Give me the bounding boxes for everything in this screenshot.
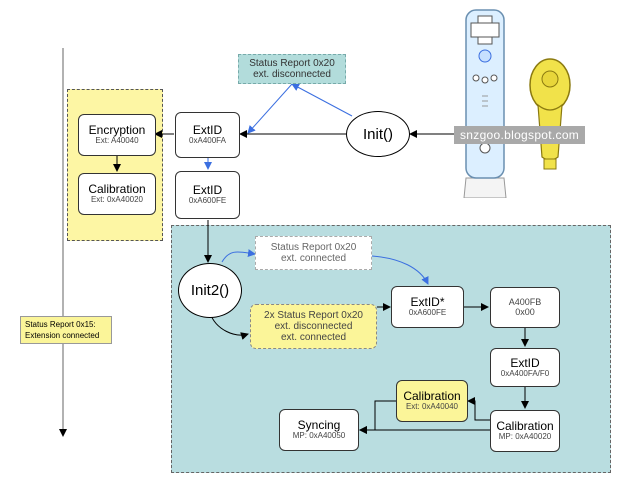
extid-a400fa-title: ExtID [192, 123, 223, 137]
extid-a400fa-f0-sub: 0xA400FA/F0 [500, 368, 550, 378]
status-report-2x-box: 2x Status Report 0x20 ext. disconnected … [250, 304, 377, 349]
calibration-a40040-sub: Ext: 0xA40040 [405, 402, 459, 412]
encryption-sub: Ext: A40040 [95, 136, 139, 146]
arrow-status-extid [247, 83, 293, 134]
calibration-a40020-node: Calibration Ext: 0xA40020 [78, 173, 156, 215]
arrow-calc-calb [467, 397, 490, 421]
arrow-status-connected-extid [371, 255, 429, 285]
arrow-init-status [291, 83, 353, 117]
extid-star-sub: 0xA600FE [408, 308, 447, 318]
init-ellipse: Init() [346, 111, 410, 157]
extid-star-node: ExtID* 0xA600FE [391, 286, 464, 328]
extid-a600fe-sub: 0xA600FE [188, 196, 227, 206]
extension-connected-note-line1: Status Report 0x15: [25, 320, 96, 329]
status-report-2x-line1: 2x Status Report 0x20 [264, 310, 363, 321]
calibration-mp-title: Calibration [496, 419, 554, 433]
extid-a400fa-node: ExtID 0xA400FA [175, 112, 240, 158]
calibration-mp-node: Calibration MP: 0xA40020 [490, 410, 560, 452]
wii-remote-icon [462, 8, 508, 199]
status-report-disconnected-sub: ext. disconnected [253, 69, 331, 80]
a400fb-title: A400FB [508, 296, 542, 307]
status-report-2x-line2: ext. disconnected [274, 321, 353, 332]
status-report-2x-line3: ext. connected [280, 332, 347, 343]
calibration-a40020-title: Calibration [88, 182, 146, 196]
status-report-connected-title: Status Report 0x20 [270, 242, 357, 253]
arrow-calb-syncing [359, 400, 396, 434]
syncing-node: Syncing MP: 0xA40050 [279, 409, 359, 451]
extid-star-title: ExtID* [410, 295, 445, 309]
init2-ellipse: Init2() [178, 263, 242, 318]
watermark-label: snzgoo.blogspot.com [454, 126, 586, 144]
calibration-a40040-title: Calibration [403, 389, 461, 403]
a400fb-sub: 0x00 [515, 306, 535, 317]
extid-a400fa-sub: 0xA400FA [189, 136, 226, 146]
status-report-disconnected-box: Status Report 0x20 ext. disconnected [238, 54, 346, 84]
extid-a600fe-node: ExtID 0xA600FE [175, 171, 240, 219]
extid-a600fe-title: ExtID [192, 183, 223, 197]
init-label: Init() [363, 125, 393, 143]
encryption-node: Encryption Ext: A40040 [78, 114, 156, 156]
calibration-a40020-sub: Ext: 0xA40020 [90, 195, 144, 205]
status-report-disconnected-title: Status Report 0x20 [249, 58, 335, 69]
extension-connected-note: Status Report 0x15: Extension connected [20, 316, 112, 344]
extid-a400fa-f0-node: ExtID 0xA400FA/F0 [490, 348, 560, 387]
syncing-title: Syncing [297, 418, 341, 432]
status-report-connected-sub: ext. connected [280, 253, 347, 264]
a400fb-node: A400FB 0x00 [490, 287, 560, 328]
syncing-sub: MP: 0xA40050 [292, 431, 346, 441]
extid-a400fa-f0-title: ExtID [510, 355, 540, 370]
init2-label: Init2() [190, 282, 230, 299]
arrow-init2-status-connected [221, 249, 256, 263]
status-report-connected-box: Status Report 0x20 ext. connected [255, 236, 372, 270]
nunchuk-icon [528, 55, 572, 175]
encryption-title: Encryption [88, 123, 146, 137]
calibration-mp-sub: MP: 0xA40020 [498, 432, 552, 442]
extension-connected-note-line2: Extension connected [25, 330, 100, 340]
calibration-a40040-node: Calibration Ext: 0xA40040 [396, 380, 468, 422]
